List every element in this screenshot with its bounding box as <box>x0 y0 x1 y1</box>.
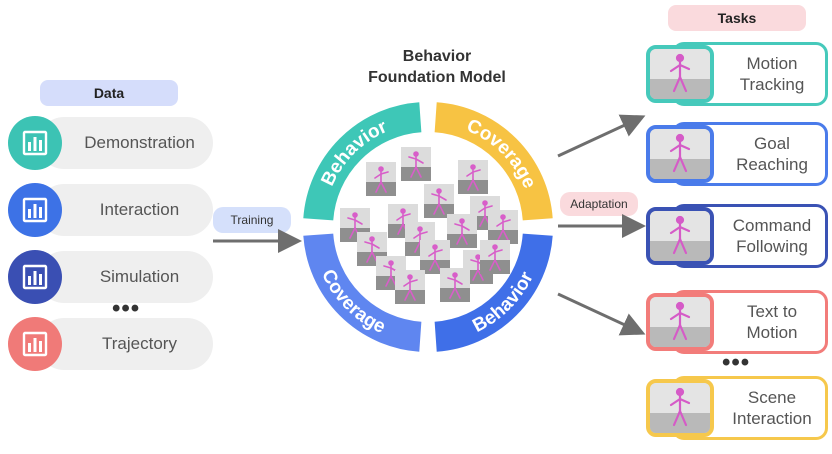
task-label: Command Following <box>732 216 812 256</box>
data-item-label: Demonstration <box>84 133 195 152</box>
motion-frame <box>401 147 431 181</box>
data-item: Interaction <box>8 183 213 237</box>
adaptation-label: Adaptation <box>560 192 638 216</box>
model-title: Behavior Foundation Model <box>337 46 537 88</box>
tasks-header-label: Tasks <box>717 10 757 26</box>
data-item-label: Trajectory <box>102 334 177 353</box>
bar-chart-icon <box>8 116 62 170</box>
bar-chart-icon <box>8 183 62 237</box>
data-item: Simulation <box>8 250 213 304</box>
arrow-to-text-to-motion <box>557 292 646 336</box>
task-thumbnail <box>646 293 714 351</box>
ring-segment <box>434 233 553 352</box>
motion-frame <box>488 210 518 244</box>
motion-frame <box>357 232 387 266</box>
task-label: Scene Interaction <box>732 388 812 428</box>
bar-chart-icon <box>8 250 62 304</box>
task-label: Motion Tracking <box>739 54 805 94</box>
task-thumbnail <box>646 125 714 183</box>
task-item: Motion Tracking <box>646 42 828 106</box>
model-title-line2: Foundation Model <box>368 69 506 86</box>
data-header: Data <box>40 80 178 106</box>
motion-frame <box>447 214 477 248</box>
motion-frame <box>424 184 454 218</box>
task-thumbnail <box>646 379 714 437</box>
motion-frames-cluster <box>340 147 518 304</box>
ring-segment <box>303 102 422 221</box>
data-more-dots: ••• <box>112 295 141 322</box>
task-item: Goal Reaching <box>646 122 828 186</box>
ring-segment <box>434 102 553 221</box>
data-item-label: Interaction <box>99 200 180 219</box>
data-item-bar <box>38 117 213 169</box>
task-label: Text to Motion <box>746 302 798 342</box>
task-thumbnail <box>646 45 714 103</box>
data-item-bar <box>38 184 213 236</box>
task-thumbnail <box>646 207 714 265</box>
motion-frame <box>440 268 470 302</box>
task-item: Text to Motion <box>646 290 828 354</box>
motion-frame <box>366 162 396 196</box>
task-item: Scene Interaction <box>646 376 828 440</box>
tasks-more-dots: ••• <box>722 349 751 376</box>
training-label: Training <box>213 207 291 233</box>
data-item-label: Simulation <box>99 267 180 286</box>
data-item: Demonstration <box>8 116 213 170</box>
data-item: Trajectory <box>8 317 213 371</box>
motion-frame <box>458 160 488 194</box>
data-header-label: Data <box>93 85 125 101</box>
ring-segment <box>303 233 422 352</box>
arrow-to-motion-tracking <box>557 114 646 158</box>
adaptation-label-text: Adaptation <box>570 197 628 211</box>
task-label: Goal Reaching <box>736 134 808 174</box>
motion-frame <box>480 240 510 274</box>
motion-frame <box>395 270 425 304</box>
task-item: Command Following <box>646 204 828 268</box>
tasks-header: Tasks <box>668 5 806 31</box>
model-title-line1: Behavior <box>402 48 472 65</box>
data-item-bar <box>38 318 213 370</box>
bar-chart-icon <box>8 317 62 371</box>
training-label-text: Training <box>230 213 274 227</box>
data-item-bar <box>38 251 213 303</box>
